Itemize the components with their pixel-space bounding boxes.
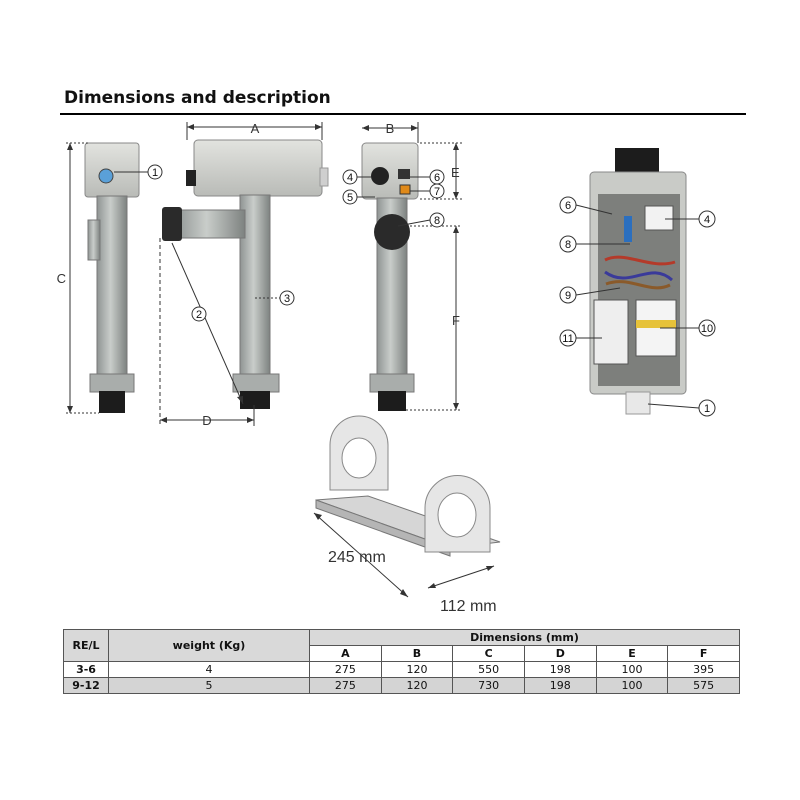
callout-3: 3 — [284, 293, 290, 305]
callout-6-b: 6 — [565, 200, 571, 212]
dimensions-table: RE/L weight (Kg) Dimensions (mm) A B C D… — [63, 629, 740, 694]
row-value-f: 575 — [667, 677, 740, 694]
col-dims-header: Dimensions (mm) — [309, 629, 740, 646]
callout-10: 10 — [701, 323, 713, 335]
heater-side-view: A D 2 3 — [159, 121, 329, 428]
control-box-interior: 6 4 8 9 10 11 1 — [559, 148, 716, 417]
heater-control-view: B E F 4 5 6 7 8 — [342, 121, 462, 411]
callout-2: 2 — [196, 309, 202, 321]
technical-drawing: C 1 A D 2 3 — [57, 121, 716, 615]
row-value-e: 100 — [595, 661, 669, 678]
callout-5: 5 — [347, 192, 353, 204]
callout-11: 11 — [562, 333, 573, 345]
dim-e-label: E — [451, 165, 460, 180]
callout-1-a: 1 — [152, 167, 158, 179]
table-row: 9-12 5 275 120 730 198 100 575 — [63, 677, 740, 694]
bracket-length-label: 245 mm — [328, 549, 386, 566]
callout-8-b: 8 — [565, 239, 571, 251]
row-weight: 4 — [108, 661, 310, 678]
row-value-b: 120 — [380, 677, 454, 694]
dim-col-b: B — [380, 645, 454, 662]
dim-col-c: C — [452, 645, 525, 662]
col-weight-header: weight (Kg) — [108, 629, 310, 662]
dim-col-a: A — [309, 645, 382, 662]
dim-b-label: B — [386, 121, 395, 136]
row-value-c: 550 — [452, 661, 525, 678]
mounting-bracket: 245 mm 112 mm — [313, 415, 501, 615]
callout-9: 9 — [565, 290, 571, 302]
table-row: 3-6 4 275 120 550 198 100 395 — [63, 661, 740, 678]
row-value-e: 100 — [595, 677, 669, 694]
dim-a-label: A — [251, 121, 260, 136]
heater-front-view: C 1 — [57, 142, 163, 414]
callout-7: 7 — [434, 186, 440, 198]
row-weight: 5 — [108, 677, 310, 694]
row-value-b: 120 — [380, 661, 454, 678]
row-value-c: 730 — [452, 677, 525, 694]
row-value-a: 275 — [309, 677, 382, 694]
col-model-header: RE/L — [63, 629, 109, 662]
callout-6-a: 6 — [434, 172, 440, 184]
row-value-f: 395 — [667, 661, 740, 678]
dim-d-label: D — [202, 413, 211, 428]
dim-col-f: F — [667, 645, 740, 662]
section-heading: Dimensions and description — [64, 88, 331, 108]
row-value-a: 275 — [309, 661, 382, 678]
callout-1-b: 1 — [704, 403, 710, 415]
callout-8-a: 8 — [434, 215, 440, 227]
row-model: 9-12 — [63, 677, 109, 694]
row-model: 3-6 — [63, 661, 109, 678]
dim-c-label: C — [57, 271, 66, 286]
heading-rule — [60, 113, 746, 115]
callout-4-a: 4 — [347, 172, 353, 184]
callout-4-b: 4 — [704, 214, 710, 226]
bracket-width-label: 112 mm — [440, 598, 497, 615]
dim-col-d: D — [523, 645, 597, 662]
dim-f-label: F — [452, 313, 460, 328]
row-value-d: 198 — [523, 677, 597, 694]
dim-col-e: E — [595, 645, 669, 662]
row-value-d: 198 — [523, 661, 597, 678]
